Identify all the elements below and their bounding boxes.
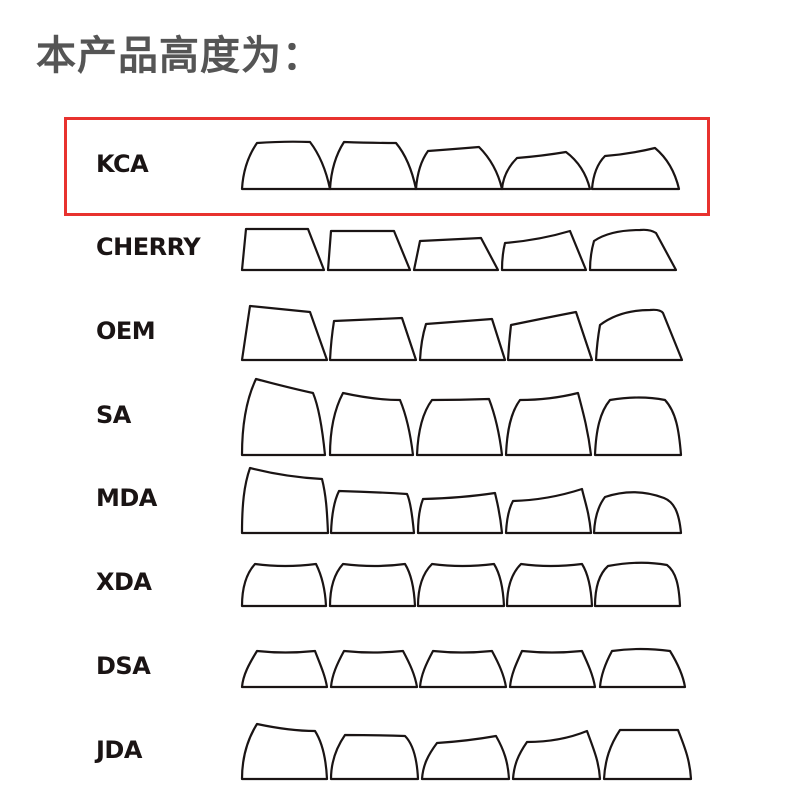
keycap-row-xda: [240, 561, 682, 608]
keycap-outline-icon: [598, 647, 687, 689]
keycap-row-cherry: [240, 227, 678, 272]
keycap-outline-icon: [240, 722, 329, 781]
keycap-outline-icon: [326, 229, 412, 272]
keycap-outline-icon: [508, 649, 597, 689]
keycap-outline-icon: [588, 228, 678, 272]
keycap-outline-icon: [420, 734, 511, 781]
keycap-outline-icon: [602, 728, 693, 781]
profile-label-kca: KCA: [96, 150, 149, 178]
keycap-outline-icon: [240, 377, 327, 457]
keycap-outline-icon: [416, 562, 506, 608]
keycap-outline-icon: [240, 227, 326, 272]
keycap-outline-icon: [504, 487, 593, 535]
keycap-outline-icon: [416, 491, 504, 535]
keycap-row-mda: [240, 466, 683, 535]
profile-label-sa: SA: [96, 401, 131, 429]
keycap-row-oem: [240, 304, 684, 362]
keycap-outline-icon: [414, 145, 504, 191]
keycap-outline-icon: [240, 304, 329, 362]
keycap-outline-icon: [329, 733, 420, 781]
keycap-outline-icon: [500, 229, 588, 272]
keycap-outline-icon: [511, 729, 602, 781]
profile-label-dsa: DSA: [96, 652, 151, 680]
keycap-outline-icon: [592, 491, 683, 535]
keycap-outline-icon: [329, 649, 419, 689]
keycap-row-jda: [240, 722, 693, 781]
keycap-outline-icon: [593, 561, 682, 608]
keycap-outline-icon: [505, 562, 594, 608]
keycap-outline-icon: [500, 150, 592, 191]
keycap-row-dsa: [240, 647, 687, 689]
keycap-outline-icon: [590, 146, 681, 191]
keycap-outline-icon: [328, 140, 418, 191]
keycap-outline-icon: [412, 236, 500, 272]
keycap-outline-icon: [418, 649, 508, 689]
keycap-outline-icon: [328, 316, 418, 362]
keycap-outline-icon: [329, 489, 416, 535]
keycap-outline-icon: [418, 317, 507, 362]
keycap-outline-icon: [506, 310, 594, 362]
keycap-outline-icon: [240, 562, 328, 608]
keycap-row-kca: [240, 140, 681, 191]
profile-label-oem: OEM: [96, 317, 156, 345]
page-title: 本产品高度为：: [36, 32, 323, 79]
keycap-outline-icon: [240, 466, 330, 535]
keycap-outline-icon: [415, 397, 504, 457]
keycap-outline-icon: [593, 396, 683, 457]
profile-label-cherry: CHERRY: [96, 233, 201, 261]
keycap-outline-icon: [594, 308, 684, 362]
profile-label-jda: JDA: [96, 736, 142, 764]
keycap-outline-icon: [328, 562, 417, 608]
keycap-outline-icon: [240, 649, 329, 689]
profile-label-mda: MDA: [96, 484, 157, 512]
keycap-outline-icon: [328, 391, 415, 457]
keycap-row-sa: [240, 377, 683, 457]
keycap-outline-icon: [504, 391, 593, 457]
kca-highlight-box: [64, 117, 710, 216]
profile-label-xda: XDA: [96, 568, 152, 596]
keycap-outline-icon: [240, 140, 332, 191]
